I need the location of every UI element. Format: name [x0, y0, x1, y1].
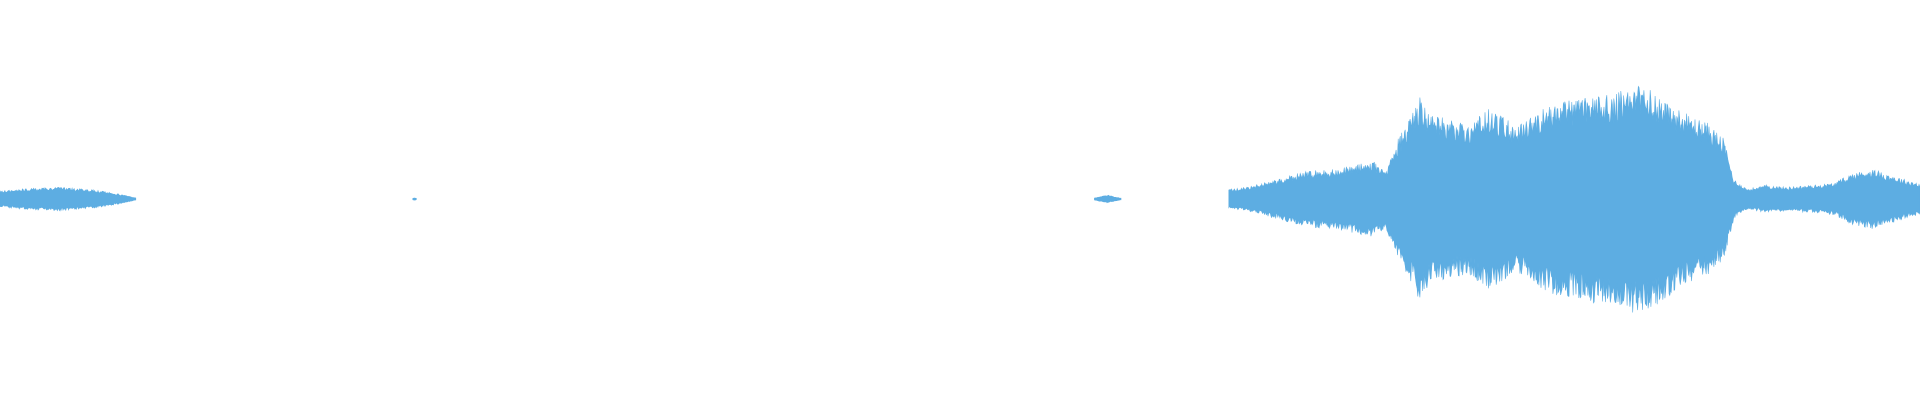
waveform-segment-1	[0, 186, 137, 212]
waveform-segments	[0, 85, 1920, 313]
waveform-segment-2	[412, 197, 417, 201]
waveform-segment-3	[1094, 194, 1122, 204]
